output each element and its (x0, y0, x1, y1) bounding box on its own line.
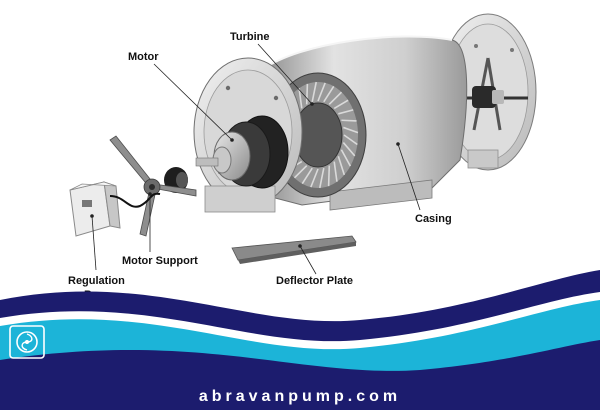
footer-banner (0, 270, 600, 410)
deflector-plate (231, 235, 357, 264)
website-url: abravanpump.com (199, 388, 401, 405)
motor (195, 115, 289, 189)
turbine-blade (343, 134, 358, 146)
leader-lines (90, 43, 421, 275)
label-motor-support: Motor Support (122, 255, 198, 267)
pump-logo-icon (9, 325, 45, 359)
turbine-blade (310, 168, 319, 188)
turbine-blade (305, 83, 309, 105)
label-motor: Motor (128, 51, 159, 63)
label-regulation-box-line1: Regulation (68, 275, 125, 287)
turbine-blade (311, 81, 318, 103)
turbine-blade (340, 149, 352, 167)
label-casing: Casing (415, 213, 452, 225)
turbine-blade (342, 142, 356, 157)
turbine-blade (323, 85, 335, 103)
turbine-blade (341, 119, 357, 122)
turbine-blade (337, 155, 346, 176)
turbine-blade (328, 91, 343, 105)
turbine-blade (293, 165, 308, 179)
turbine-blade (327, 165, 331, 187)
motor-support (109, 135, 197, 237)
regulation-box (69, 181, 161, 237)
turbine-blade (301, 167, 313, 185)
turbine-blade (317, 82, 326, 102)
turbine-blade (338, 109, 354, 115)
label-turbine: Turbine (230, 31, 270, 43)
turbine-blade (343, 126, 359, 134)
turbine-blade (333, 99, 349, 110)
label-deflector-plate: Deflector Plate (276, 275, 353, 287)
turbine-blade (318, 167, 325, 189)
turbine-blade (333, 161, 338, 182)
turbine-blade (298, 88, 303, 109)
